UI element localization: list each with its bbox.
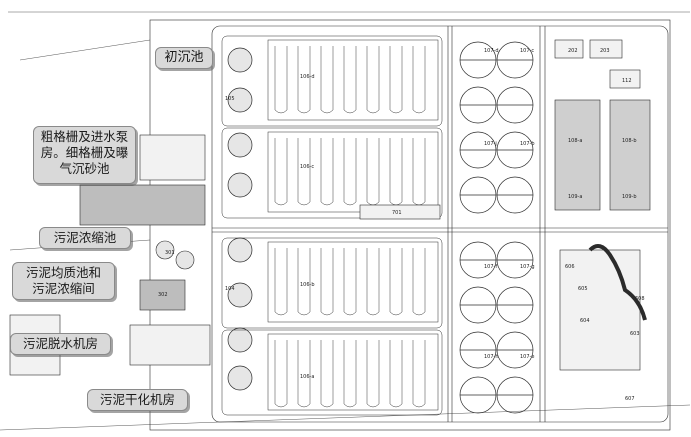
tag-label: 106-a xyxy=(300,374,314,380)
channel-line xyxy=(320,138,334,206)
tag-label: 105 xyxy=(225,96,235,102)
channel-line xyxy=(389,46,403,114)
channel-line xyxy=(274,248,288,316)
tag-label: 109-a xyxy=(568,194,582,200)
tag-label: 106-b xyxy=(300,282,315,288)
tag-label: 107-f xyxy=(484,264,497,270)
tag-label: 603 xyxy=(630,331,640,337)
channel-line xyxy=(366,340,380,408)
channel-line xyxy=(274,138,288,206)
callout-line: 气沉砂池 xyxy=(59,161,110,176)
tag-label: 106-d xyxy=(300,74,315,80)
channel-line xyxy=(297,340,311,408)
tag-label: 302 xyxy=(158,292,168,298)
primary-tank xyxy=(227,365,253,391)
channel-line xyxy=(412,248,426,316)
channel-line xyxy=(389,248,403,316)
channel-line xyxy=(366,138,380,206)
primary-tank xyxy=(227,47,253,73)
callout-sludge-drying: 污泥干化机房 xyxy=(87,389,188,411)
tag-label: 202 xyxy=(568,48,578,54)
tag-label: 108-b xyxy=(622,138,637,144)
channel-line xyxy=(297,248,311,316)
channel-line xyxy=(366,248,380,316)
channel-line xyxy=(343,46,357,114)
channel-line xyxy=(412,138,426,206)
callout-line: 房。细格栅及曝 xyxy=(40,145,129,160)
tag-label: 701 xyxy=(392,210,402,216)
tag-label: 107-j xyxy=(484,141,497,147)
callout-sludge-dewatering: 污泥脱水机房 xyxy=(10,333,111,355)
callout-primary-sedimentation: 初沉池 xyxy=(155,47,213,69)
primary-tank xyxy=(227,172,253,198)
callout-sludge-thickening: 污泥浓缩池 xyxy=(39,227,131,249)
channel-line xyxy=(297,138,311,206)
channel-line xyxy=(274,46,288,114)
callout-coarse-screen: 粗格栅及进水泵 房。细格栅及曝 气沉砂池 xyxy=(33,126,136,184)
tag-label: 607 xyxy=(625,396,635,402)
callout-line: 污泥浓缩间 xyxy=(32,281,95,296)
channel-line xyxy=(320,46,334,114)
tag-label: 109-b xyxy=(622,194,637,200)
channel-line xyxy=(297,46,311,114)
channel-line xyxy=(343,248,357,316)
channel-line xyxy=(320,340,334,408)
channel-line xyxy=(389,138,403,206)
channel-line xyxy=(389,340,403,408)
tag-label: 301 xyxy=(165,250,175,256)
tag-label: 108-a xyxy=(568,138,582,144)
channel-line xyxy=(274,340,288,408)
primary-tank xyxy=(227,87,253,113)
channel-line xyxy=(343,138,357,206)
tag-label: 107-h xyxy=(484,354,499,360)
tag-label: 107-d xyxy=(484,48,499,54)
tag-label: 604 xyxy=(580,318,590,324)
channel-line xyxy=(412,46,426,114)
channel-line xyxy=(320,248,334,316)
channel-line xyxy=(343,340,357,408)
callout-line: 粗格栅及进水泵 xyxy=(40,129,129,144)
channel-line xyxy=(366,46,380,114)
tag-label: 107-c xyxy=(520,48,534,54)
tag-label: 107-g xyxy=(520,264,535,270)
tag-label: 203 xyxy=(600,48,610,54)
channel-line xyxy=(412,340,426,408)
primary-tank xyxy=(227,282,253,308)
tag-label: 606 xyxy=(565,264,575,270)
road-main xyxy=(211,25,669,423)
tag-label: 112 xyxy=(622,78,632,84)
primary-tank xyxy=(227,327,253,353)
primary-tank xyxy=(227,237,253,263)
callout-line: 污泥均质池和 xyxy=(25,265,101,280)
callout-sludge-equalization: 污泥均质池和 污泥浓缩间 xyxy=(12,262,115,300)
tag-label: 107-b xyxy=(520,141,535,147)
primary-tank xyxy=(227,132,253,158)
tag-label: 107-e xyxy=(520,354,534,360)
tag-label: 605 xyxy=(578,286,588,292)
tag-label: 106-c xyxy=(300,164,314,170)
tag-label: 104 xyxy=(225,286,235,292)
tag-label: 608 xyxy=(635,296,645,302)
